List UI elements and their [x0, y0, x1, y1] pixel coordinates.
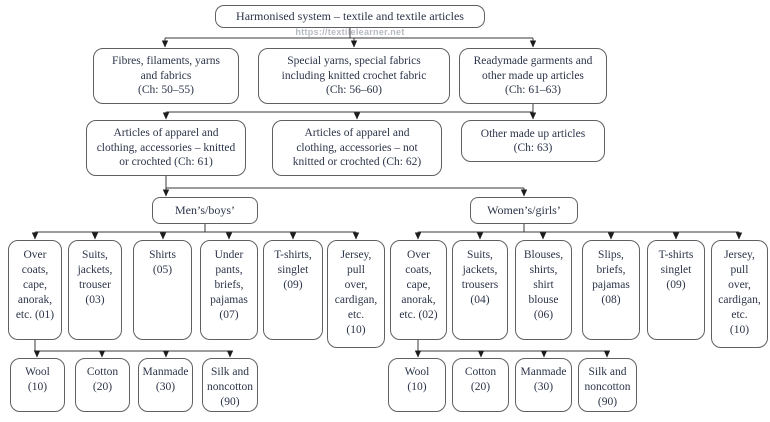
node-mens-wool-10: Wool (10) — [10, 358, 65, 412]
node-womens-tshirts-09: T-shirts singlet (09) — [647, 240, 705, 340]
connector-mens-to-categories — [31, 224, 360, 240]
node-other-made-up-ch63: Other made up articles (Ch: 63) — [461, 120, 605, 162]
connector-womens-to-categories — [414, 224, 743, 240]
node-special-yarns-fabrics: Special yarns, special fabrics including… — [258, 48, 450, 104]
node-womens-wool-10: Wool (10) — [388, 358, 446, 412]
connector-mens-overcoats-to-fibres — [33, 340, 234, 358]
node-womens-silk-noncotton-90: Silk and noncotton (90) — [578, 358, 637, 412]
node-mens-underpants-07: Under pants, briefs, pajamas (07) — [200, 240, 258, 340]
node-womens-manmade-30: Manmade (30) — [515, 358, 572, 412]
node-harmonised-system: Harmonised system – textile and textile … — [215, 5, 485, 28]
node-mens-shirts-05: Shirts (05) — [133, 240, 192, 340]
node-mens-manmade-30: Manmade (30) — [138, 358, 193, 412]
node-mens-boys: Men’s/boys’ — [152, 197, 258, 224]
node-mens-silk-noncotton-90: Silk and noncotton (90) — [202, 358, 258, 412]
node-womens-girls: Women’s/girls’ — [470, 197, 578, 224]
node-mens-cotton-20: Cotton (20) — [75, 358, 130, 412]
node-apparel-not-knitted-ch62: Articles of apparel and clothing, access… — [272, 120, 442, 176]
node-womens-suits-04: Suits, jackets, trousers (04) — [452, 240, 508, 340]
node-womens-slips-08: Slips, briefs, pajamas (08) — [582, 240, 640, 340]
node-womens-cotton-20: Cotton (20) — [452, 358, 509, 412]
node-womens-blouses-06: Blouses, shirts, shirt blouse (06) — [515, 240, 572, 340]
connector-knitted-to-gender — [162, 175, 528, 197]
node-mens-tshirts-09: T-shirts, singlet (09) — [263, 240, 323, 340]
connector-readymade-to-level3 — [162, 103, 537, 120]
node-womens-jersey-10: Jersey, pull over, cardigan, etc. (10) — [711, 240, 768, 348]
node-apparel-knitted-ch61: Articles of apparel and clothing, access… — [86, 120, 246, 176]
connector-womens-overcoats-to-fibres — [414, 340, 611, 358]
node-mens-suits-03: Suits, jackets, trouser (03) — [68, 240, 122, 340]
node-mens-overcoats-01: Over coats, cape, anorak, etc. (01) — [8, 240, 62, 340]
node-mens-jersey-10: Jersey, pull over, cardigan, etc. (10) — [327, 240, 385, 348]
node-fibres-filaments-yarns: Fibres, filaments, yarns and fabrics (Ch… — [93, 48, 239, 104]
node-readymade-garments: Readymade garments and other made up art… — [459, 48, 607, 104]
watermark-url: https://textilelearner.net — [295, 27, 405, 37]
node-womens-overcoats-02: Over coats, cape, anorak, etc. (02) — [390, 240, 447, 340]
